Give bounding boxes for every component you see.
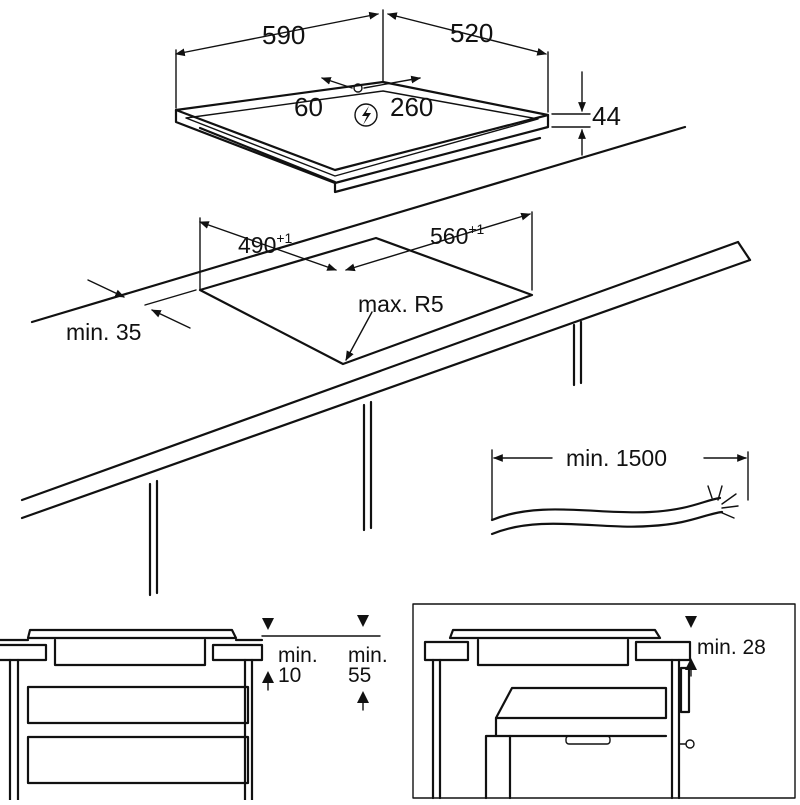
worktop-section-left xyxy=(0,643,48,662)
dim-35-arrow-top xyxy=(87,279,125,298)
cable-lower xyxy=(490,510,724,536)
worktop-section-right xyxy=(211,643,264,662)
worktop-right-edge xyxy=(736,240,752,262)
dim-490-line xyxy=(199,221,337,271)
cutout-width-label: 490+1 xyxy=(238,230,293,258)
hob-inner-rim xyxy=(185,90,539,177)
gap-b-label: min. xyxy=(348,644,388,667)
dim-28-arrow-top xyxy=(685,616,697,628)
drawer-front-lower xyxy=(26,735,250,785)
gap-a-value: 10 xyxy=(278,664,301,687)
hob-top-surface xyxy=(174,80,550,172)
dim-60-line xyxy=(321,77,353,89)
worktop-front-bottom-edge xyxy=(20,258,752,520)
detail-right: min. 28 xyxy=(412,603,796,800)
drawer-front-upper xyxy=(26,685,250,725)
oven-handle xyxy=(565,735,611,745)
dim-35-ext xyxy=(144,289,197,306)
detail-left: min. 10 min. 55 xyxy=(0,615,388,802)
cable-drawing: min. 1500 xyxy=(490,445,749,536)
dim-590-line xyxy=(175,11,379,57)
hob-width-label: 590 xyxy=(262,20,305,50)
gap-right-label: min. 28 xyxy=(697,636,766,659)
cutout-depth-label: 560+1 xyxy=(430,221,485,249)
hob-thickness-label: 44 xyxy=(592,101,621,131)
detail-right-frame xyxy=(412,603,796,799)
worktop-front-top-edge xyxy=(20,240,740,502)
worktop-drawing: 490+1 560+1 max. R5 min. 35 xyxy=(20,125,752,597)
dim-55-arrow-bottom xyxy=(357,691,369,703)
dim-28-arrow-bottom xyxy=(685,658,697,670)
hob-depth-label: 520 xyxy=(450,18,493,48)
cable-wire-ends xyxy=(707,485,739,519)
side-bracket xyxy=(679,666,691,714)
worktop-section-left-r xyxy=(423,640,470,662)
power-connection-icon xyxy=(354,103,378,127)
gap-b-value: 55 xyxy=(348,664,371,687)
dim-260-line xyxy=(363,75,421,89)
connection-right-label: 260 xyxy=(390,92,433,122)
oven-front-left xyxy=(484,716,498,800)
dim-10-arrow-bottom xyxy=(262,671,274,683)
gap-a-label: min. xyxy=(278,644,318,667)
adjust-screw xyxy=(685,739,695,749)
dim-55-arrow-top xyxy=(357,615,369,627)
oven-top xyxy=(494,686,668,720)
radius-leader xyxy=(345,311,373,361)
hob-glass-left xyxy=(26,628,238,640)
dim-35-arrow-bottom xyxy=(151,309,191,329)
corner-radius-label: max. R5 xyxy=(358,291,444,317)
connection-point xyxy=(353,83,363,93)
connection-left-label: 60 xyxy=(294,92,323,122)
hob-drawing: 590 520 60 260 44 xyxy=(174,9,621,194)
dim-10-arrow-top xyxy=(262,618,274,630)
dim-520-line xyxy=(387,12,547,56)
cable-length-label: min. 1500 xyxy=(566,445,667,471)
edge-distance-label: min. 35 xyxy=(66,319,141,345)
worktop-section-right-r xyxy=(634,640,692,662)
cable-upper xyxy=(490,496,722,522)
hob-front-edge xyxy=(174,108,550,185)
hob-body-left xyxy=(53,638,207,667)
hob-glass-right xyxy=(448,628,662,640)
hob-body-right xyxy=(476,638,630,667)
dim-560-line xyxy=(345,212,531,272)
hob-lower-body xyxy=(198,126,542,194)
